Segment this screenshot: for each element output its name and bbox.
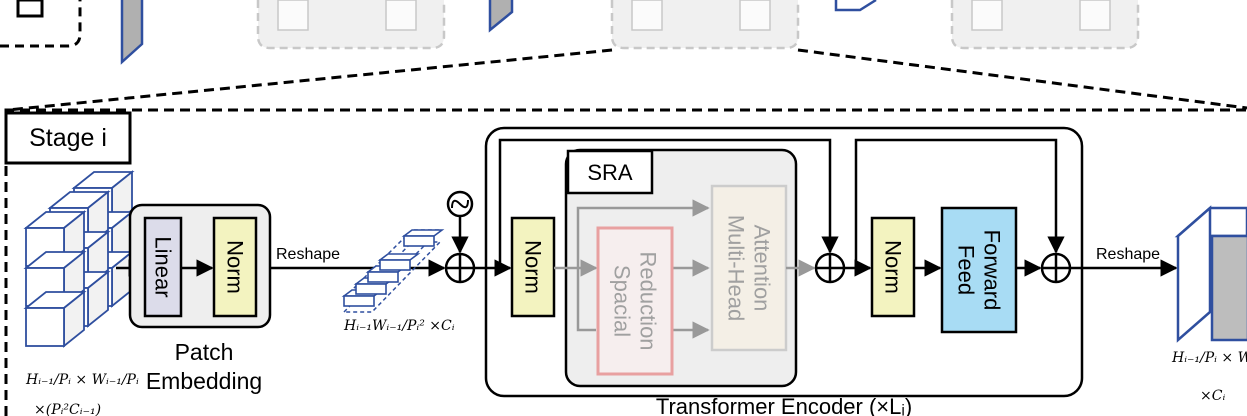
transformer-encoder-label: Transformer Encoder (×Lᵢ) (656, 394, 912, 416)
add-circle-2 (814, 252, 846, 284)
output-dims-extra: ×Cᵢ (1200, 388, 1225, 404)
patch-embedding-label-line2: Embedding (146, 368, 262, 394)
token-dims-formula: Hᵢ₋₁Wᵢ₋₁/Pᵢ² ×Cᵢ (343, 318, 455, 334)
feed-forward-label-line2: Forward (980, 230, 1005, 311)
output-dims-formula: Hᵢ₋₁/Pᵢ × Wᵢ₋₁/Pᵢ (1171, 350, 1247, 366)
ghost-stage-1 (256, 0, 446, 50)
add-circle-3 (1040, 252, 1072, 284)
linear-label: Linear (151, 236, 176, 297)
previous-stage-boundary (0, 0, 82, 48)
residual-connection-1 (498, 138, 839, 268)
sra-label-box (566, 149, 654, 195)
spacial-reduction-box (596, 226, 674, 376)
multi-head-attention-label-line2: Attention (750, 225, 775, 312)
ghost-stage-3 (950, 0, 1140, 50)
transformer-encoder-block (484, 126, 1084, 398)
encoder-norm-2-label: Norm (881, 240, 906, 294)
linear-box (143, 216, 183, 318)
input-dims-formula: Hᵢ₋₁/Pᵢ × Wᵢ₋₁/Pᵢ (25, 372, 139, 388)
reshape-label-left: Reshape (276, 246, 340, 263)
token-cuboid (401, 229, 445, 247)
token-sequence (341, 229, 445, 313)
patch-embedding-label-line1: Patch (175, 339, 234, 365)
stage-label-box (4, 111, 132, 165)
encoder-norm-1-label: Norm (521, 240, 546, 294)
top-overview-strip (0, 0, 1247, 112)
feature-map-cube-3 (834, 0, 877, 12)
encoder-norm-1-box (510, 216, 556, 318)
ghost-stage-2 (610, 0, 800, 50)
spacial-reduction-label-line2: Reduction (636, 251, 661, 350)
output-feature-map (1174, 205, 1247, 343)
spacial-reduction-label-line1: Spacial (610, 265, 635, 337)
arrow-query-to-attention (576, 199, 710, 268)
input-patch-grid (23, 170, 135, 348)
zoom-line-left (7, 48, 613, 112)
feature-map-cube-1 (120, 0, 144, 65)
positional-encoding-wave (451, 199, 469, 209)
input-dims-extra: ×(Pᵢ²Cᵢ₋₁) (34, 402, 101, 416)
stage-container (4, 108, 1247, 416)
patch-cube (23, 290, 87, 348)
arrow-norm-lower-branch (576, 268, 596, 332)
previous-stage-box (16, 0, 44, 18)
feed-forward-label-line1: Feed (954, 245, 979, 295)
sra-label: SRA (587, 160, 633, 185)
multi-head-attention-label-line1: Multi-Head (724, 215, 749, 321)
stage-label: Stage i (29, 124, 107, 152)
patch-embedding-norm-box (212, 216, 258, 318)
reshape-label-right: Reshape (1096, 246, 1160, 263)
feature-map-cube-2 (488, 0, 514, 33)
zoom-line-right (797, 48, 1247, 110)
residual-connection-2 (854, 138, 1065, 268)
feed-forward-box (940, 206, 1018, 334)
patch-embedding-norm-label: Norm (223, 240, 248, 294)
add-circle-1 (444, 252, 476, 284)
token-cuboid (377, 253, 421, 271)
